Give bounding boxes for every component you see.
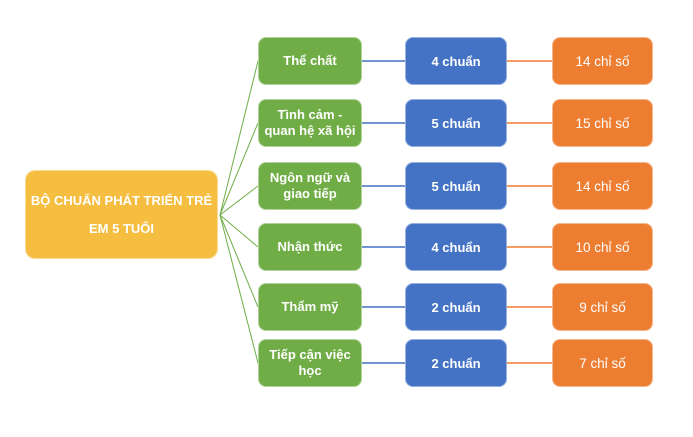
standards-node: 4 chuẩn: [405, 223, 507, 271]
area-node-label: Thể chất: [283, 53, 337, 69]
area-node: Thể chất: [258, 37, 362, 85]
indicators-node: 14 chỉ số: [552, 162, 653, 210]
indicators-node-label: 14 chỉ số: [575, 178, 630, 194]
area-node: Ngôn ngữ và giao tiếp: [258, 162, 362, 210]
standards-node-label: 2 chuẩn: [431, 355, 481, 371]
standards-node: 5 chuẩn: [405, 162, 507, 210]
root-connector-line: [219, 214, 259, 364]
standards-node: 5 chuẩn: [405, 99, 507, 147]
standards-node: 2 chuẩn: [405, 283, 507, 331]
indicators-node: 14 chỉ số: [552, 37, 653, 85]
root-connector-line: [219, 185, 259, 216]
indicators-node: 15 chỉ số: [552, 99, 653, 147]
root-connector-line: [219, 60, 259, 216]
indicators-node-label: 15 chỉ số: [575, 115, 630, 131]
indicators-node-label: 7 chỉ số: [579, 355, 626, 371]
standards-node-label: 4 chuẩn: [431, 239, 481, 255]
area-node-label: Ngôn ngữ và giao tiếp: [269, 170, 351, 201]
indicators-node: 9 chỉ số: [552, 283, 653, 331]
root-connector-line: [219, 214, 259, 248]
standards-node-label: 2 chuẩn: [431, 299, 481, 315]
indicators-node-label: 9 chỉ số: [579, 299, 626, 315]
indicators-node-label: 14 chỉ số: [575, 53, 630, 69]
area-node-label: Thẩm mỹ: [281, 299, 339, 315]
indicators-node: 7 chỉ số: [552, 339, 653, 387]
root-node-label: BỘ CHUẨN PHÁT TRIỂN TRẺ EM 5 TUỔI: [30, 193, 213, 236]
area-node: Tiếp cận việc học: [258, 339, 362, 387]
standards-node-label: 5 chuẩn: [431, 115, 481, 131]
standards-node: 2 chuẩn: [405, 339, 507, 387]
area-node-label: Nhận thức: [277, 239, 343, 255]
root-node: BỘ CHUẨN PHÁT TRIỂN TRẺ EM 5 TUỔI: [25, 170, 218, 259]
standards-node-label: 4 chuẩn: [431, 53, 481, 69]
standards-node: 4 chuẩn: [405, 37, 507, 85]
root-connector-line: [219, 122, 259, 216]
root-connector-line: [219, 214, 259, 308]
area-node-label: Tình cảm - quan hệ xã hội: [264, 107, 356, 138]
indicators-node: 10 chỉ số: [552, 223, 653, 271]
area-node-label: Tiếp cận việc học: [269, 347, 351, 378]
area-node: Tình cảm - quan hệ xã hội: [258, 99, 362, 147]
standards-node-label: 5 chuẩn: [431, 178, 481, 194]
area-node: Nhận thức: [258, 223, 362, 271]
indicators-node-label: 10 chỉ số: [575, 239, 630, 255]
area-node: Thẩm mỹ: [258, 283, 362, 331]
